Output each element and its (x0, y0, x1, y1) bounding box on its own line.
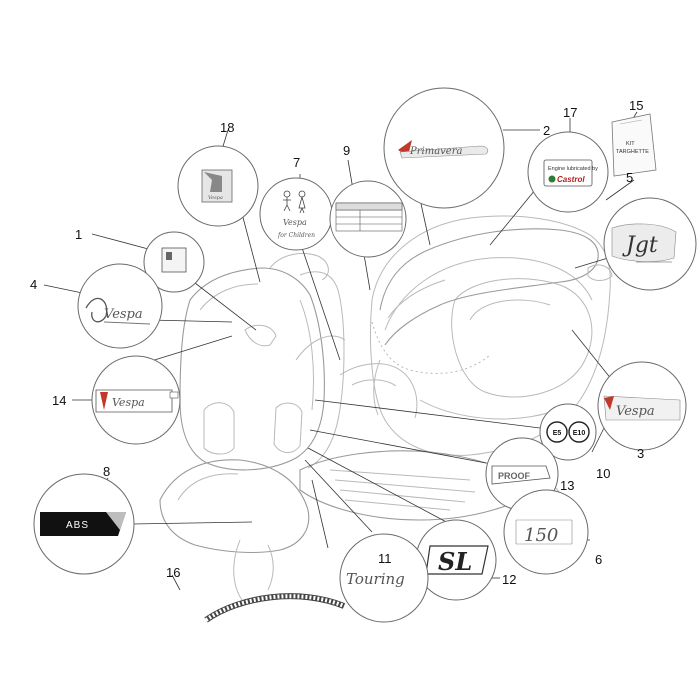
castrol-line1: Engine lubricated by (548, 166, 598, 172)
square-sticker-icon (161, 247, 187, 273)
primavera-wordmark: Primavera (409, 146, 462, 157)
kit-line2: TARGHETTE (616, 149, 649, 155)
callout-bubble-3: Vespa (597, 361, 687, 451)
children-figures-icon (283, 190, 306, 214)
part-number-1: 1 (75, 227, 82, 242)
capacity-label: 150 (524, 525, 558, 546)
callout-bubble-17: Engine lubricated by Castrol (527, 131, 609, 213)
callout-bubble-11: Touring (339, 533, 429, 623)
vespa-script-4: Vespa (104, 307, 143, 322)
fuel-e10-icon (568, 421, 590, 443)
sl-label: SL (438, 547, 472, 576)
proof-label: PROOF (498, 471, 531, 481)
badge-red-accent (100, 392, 108, 410)
part-number-4: 4 (30, 277, 37, 292)
children-brand: Vespa (283, 218, 307, 227)
kit-line1: KIT (626, 141, 635, 147)
callout-bubble-5: Jgt (603, 197, 697, 291)
castrol-brand: Castrol (557, 175, 585, 184)
part-number-12: 12 (502, 572, 516, 587)
callout-bubble-2: Primavera (383, 87, 505, 209)
part-number-9: 9 (343, 143, 350, 158)
callout-bubble-10: E5 E10 (539, 403, 597, 461)
gts-wordmark: Jgt (622, 233, 658, 258)
part-number-11: 11 (378, 551, 392, 566)
part-number-10: 10 (596, 466, 610, 481)
vespa-script-3: Vespa (616, 404, 655, 419)
part-number-16: 16 (166, 565, 180, 580)
vespa-badge-text: Vespa (112, 396, 145, 409)
fuel-e10-label: E10 (573, 430, 586, 437)
callout-bubble-7: Vespa for Children (259, 177, 333, 251)
part-number-2: 2 (543, 123, 550, 138)
part-number-18: 18 (220, 120, 234, 135)
fuel-e5-label: E5 (553, 430, 562, 437)
sticker-18-text: Vespa (208, 195, 223, 201)
part-number-3: 3 (637, 446, 644, 461)
scooter-drawing (159, 215, 613, 606)
checkered-strip-16 (204, 593, 346, 623)
part-number-14: 14 (52, 393, 66, 408)
part-number-13: 13 (560, 478, 574, 493)
castrol-logo-icon (548, 175, 556, 183)
part-number-6: 6 (595, 552, 602, 567)
part-number-17: 17 (563, 105, 577, 120)
children-line: for Children (277, 232, 315, 239)
callout-bubble-12: SL (415, 519, 497, 601)
info-table-icon (335, 202, 403, 232)
part-number-8: 8 (103, 464, 110, 479)
callout-bubble-8: ABS (33, 473, 135, 575)
part-number-15: 15 (629, 98, 643, 113)
callout-bubble-1 (143, 231, 205, 293)
part-numbers: 1 2 3 4 5 6 7 8 9 10 11 12 13 14 15 16 1… (30, 98, 644, 587)
abs-label: ABS (66, 520, 89, 531)
touring-script: Touring (346, 570, 405, 588)
callout-bubble-18: Vespa (177, 145, 259, 227)
callout-bubble-4: Vespa (77, 263, 163, 349)
part-number-7: 7 (293, 155, 300, 170)
callout-bubble-14: Vespa (91, 355, 181, 445)
callout-bubble-6: 150 (503, 489, 589, 575)
kit-bag: KIT TARGHETTE (611, 113, 657, 177)
callout-bubble-9 (329, 180, 407, 258)
fuel-e5-icon (546, 421, 568, 443)
part-number-5: 5 (626, 170, 633, 185)
vespa-3-red-accent (604, 396, 614, 410)
